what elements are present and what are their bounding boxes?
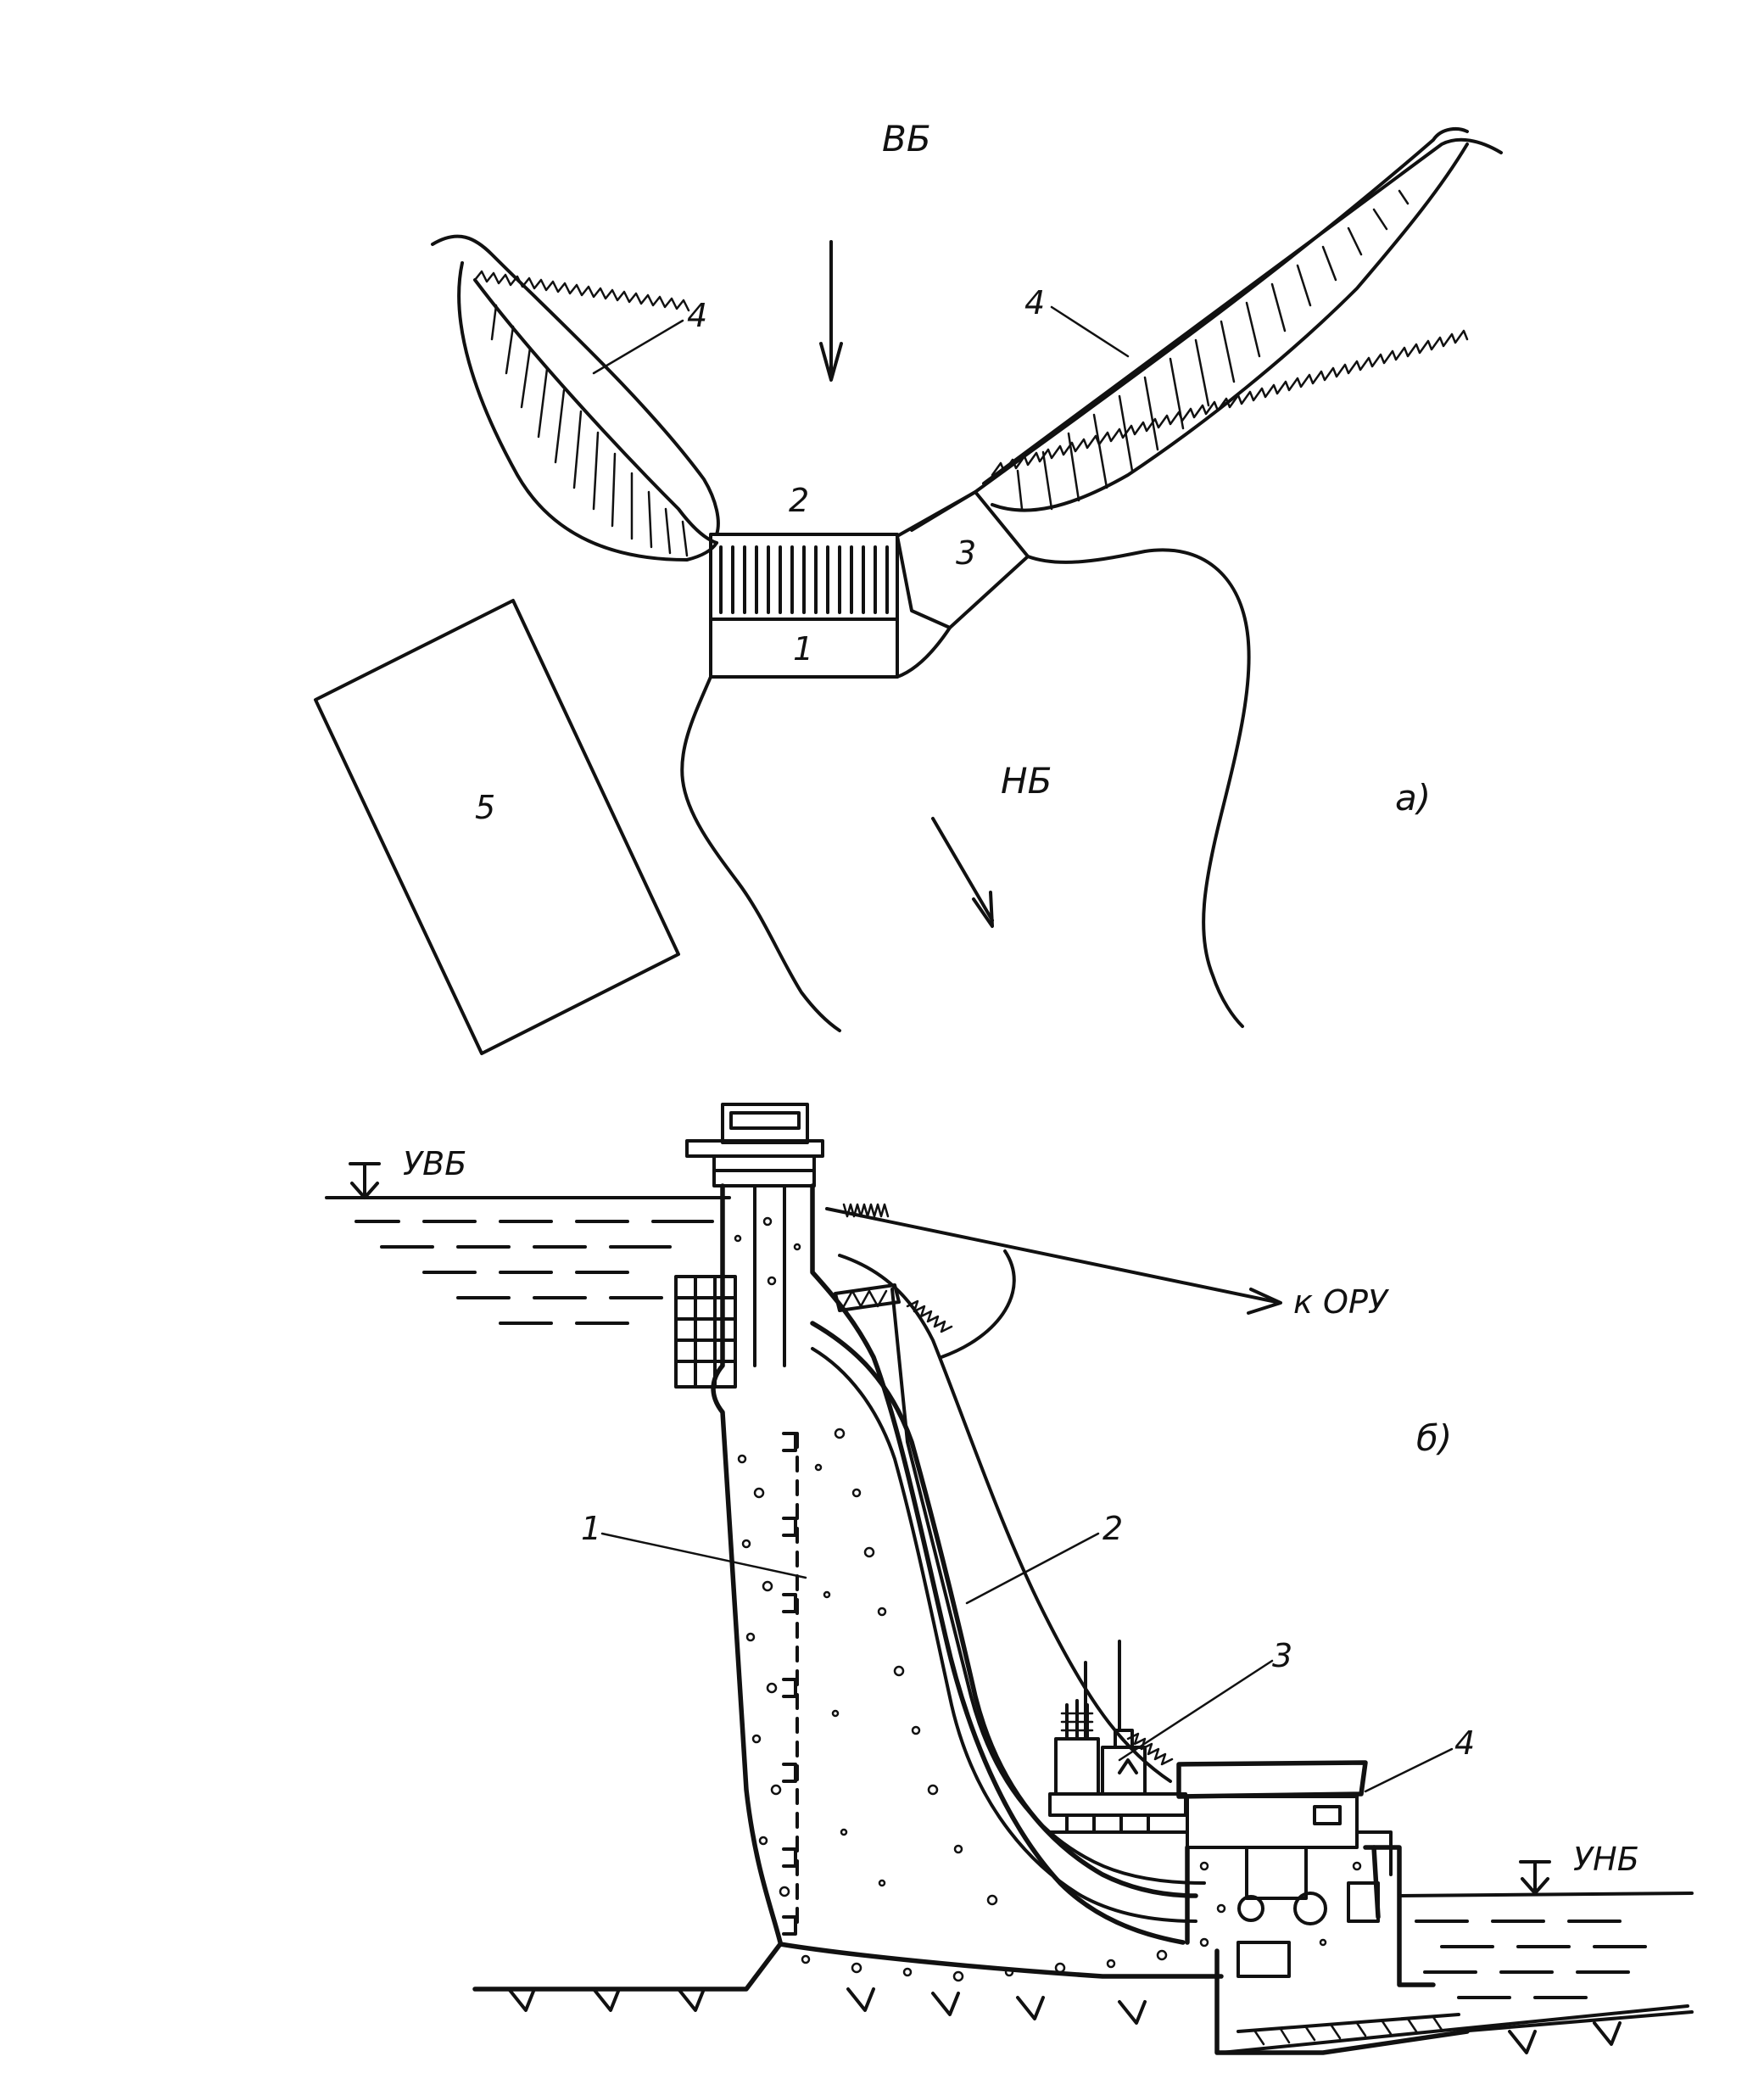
callout-5-plan: 5 bbox=[475, 789, 495, 826]
downstream-label: НБ bbox=[1001, 760, 1052, 802]
transformer bbox=[1048, 1640, 1189, 1834]
plan-powerhouse bbox=[709, 618, 899, 679]
downstream-level-label: УНБ bbox=[1573, 1841, 1639, 1878]
callout-3-section: 3 bbox=[1272, 1637, 1292, 1674]
downstream-water bbox=[1398, 1860, 1694, 1999]
callout-4-section: 4 bbox=[1454, 1724, 1475, 1762]
upstream-flow-arrow bbox=[819, 240, 843, 382]
plan-switchyard bbox=[314, 599, 680, 1055]
callout-4-right: 4 bbox=[1024, 284, 1045, 321]
leader-2-section bbox=[965, 1532, 1100, 1605]
leader-4-section bbox=[1364, 1747, 1454, 1793]
plan-block-3 bbox=[896, 490, 1030, 629]
section-powerhouse bbox=[1176, 1760, 1470, 2055]
right-downstream-bank bbox=[896, 548, 1251, 1028]
downstream-level-marker bbox=[1519, 1860, 1551, 1895]
leader-3-section bbox=[1118, 1659, 1274, 1762]
callout-3-plan: 3 bbox=[956, 534, 976, 572]
leader-4-right bbox=[1050, 305, 1130, 358]
leader-4-left bbox=[592, 319, 684, 375]
plan-view: ВБ bbox=[314, 118, 1503, 1055]
right-embankment-dam bbox=[910, 127, 1503, 532]
upstream-level-marker bbox=[349, 1162, 381, 1199]
to-switchyard-label: к ОРУ bbox=[1293, 1283, 1390, 1321]
left-downstream-bank bbox=[680, 675, 841, 1032]
penstock bbox=[810, 1288, 1206, 1923]
section-view: УВБ bbox=[325, 1103, 1694, 2055]
callout-1-plan: 1 bbox=[793, 630, 813, 668]
downstream-flow-arrow bbox=[931, 817, 994, 928]
transmission-line bbox=[825, 1203, 1282, 1783]
callout-2-section: 2 bbox=[1102, 1510, 1123, 1547]
callout-1-section: 1 bbox=[581, 1510, 601, 1547]
callout-4-left: 4 bbox=[687, 297, 707, 334]
trash-rack bbox=[674, 1275, 737, 1389]
left-embankment-dam bbox=[431, 234, 720, 562]
section-subfigure-label: б) bbox=[1416, 1417, 1452, 1459]
gantry-crane bbox=[685, 1103, 824, 1188]
upstream-level-label: УВБ bbox=[403, 1145, 466, 1182]
dam-body bbox=[711, 1183, 1186, 1945]
callout-2-plan: 2 bbox=[789, 482, 809, 519]
plan-subfigure-label: а) bbox=[1395, 777, 1431, 819]
upstream-water bbox=[325, 1162, 731, 1325]
upstream-label: ВБ bbox=[882, 118, 931, 159]
leader-1-section bbox=[600, 1532, 807, 1579]
foundation-rock bbox=[472, 1942, 1694, 2054]
spillway-dam bbox=[709, 533, 899, 621]
